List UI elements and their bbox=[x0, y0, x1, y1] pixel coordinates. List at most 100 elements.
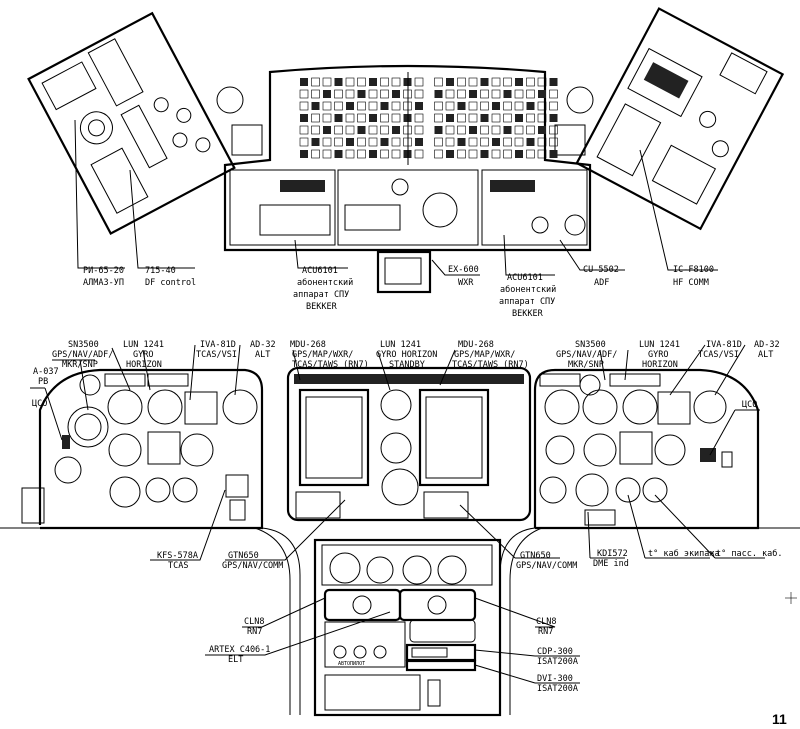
overhead-switch bbox=[299, 101, 309, 111]
overhead-switch bbox=[311, 138, 320, 146]
label-cdp300: CDP-300 bbox=[537, 647, 573, 657]
top-leaders bbox=[74, 119, 718, 276]
overhead-switch bbox=[514, 101, 524, 111]
overhead-switch bbox=[357, 77, 366, 87]
label-cso-right: ЦСО bbox=[742, 400, 757, 410]
overhead-switch bbox=[380, 125, 389, 135]
label-sn3500-right: SN3500 bbox=[575, 340, 606, 350]
overhead-switch bbox=[334, 114, 343, 122]
overhead-switch bbox=[514, 137, 524, 147]
label-sn3500-right-l3: MKR/SNP bbox=[568, 360, 604, 370]
overhead-switch bbox=[322, 77, 332, 87]
overhead-switch bbox=[469, 90, 477, 98]
overhead-switch bbox=[300, 78, 308, 86]
overhead-switch bbox=[457, 113, 466, 123]
label-sn3500-left-l3: MKR/SNP bbox=[62, 360, 98, 370]
overhead-switch bbox=[334, 101, 343, 111]
overhead-switch bbox=[391, 113, 401, 123]
label-temp-pass: t° пасс. каб. bbox=[716, 548, 783, 559]
overhead-switch bbox=[368, 101, 378, 111]
overhead-switch bbox=[468, 101, 478, 111]
autopilot-panel bbox=[324, 621, 406, 668]
overhead-switch bbox=[503, 101, 512, 111]
right-copilot-panel bbox=[533, 368, 760, 530]
overhead-switch bbox=[345, 125, 355, 135]
label-acu6101-right: ACU6101 bbox=[507, 273, 543, 283]
label-iva81d-left-l2: TCAS/VSI bbox=[196, 350, 237, 360]
overhead-switch bbox=[414, 77, 424, 87]
label-lun1241-right-l2: GYRO bbox=[648, 350, 668, 360]
label-lun1241-right: LUN 1241 bbox=[639, 340, 680, 350]
overhead-switch bbox=[346, 138, 354, 146]
overhead-switch bbox=[357, 90, 366, 98]
ex600-display bbox=[376, 250, 432, 294]
overhead-switch bbox=[457, 89, 466, 99]
overhead-switch bbox=[503, 126, 512, 134]
overhead-switch bbox=[434, 90, 443, 98]
label-ad32-left-l2: ALT bbox=[255, 350, 270, 360]
overhead-switch bbox=[480, 114, 489, 122]
label-df-control: DF control bbox=[145, 278, 196, 288]
overhead-switch bbox=[549, 78, 558, 86]
overhead-switch bbox=[346, 102, 354, 110]
label-lun1241-left: LUN 1241 bbox=[123, 340, 164, 350]
overhead-switch bbox=[491, 149, 501, 159]
overhead-switch bbox=[380, 89, 389, 99]
label-dvi300: DVI-300 bbox=[537, 674, 573, 684]
overhead-switch bbox=[414, 149, 424, 159]
overhead-switch bbox=[300, 150, 308, 158]
label-mdu268-right-l3: TCAS/TAWS (RN7) bbox=[452, 360, 529, 370]
label-kfs578a: KFS-578A bbox=[157, 551, 198, 561]
overhead-switch bbox=[322, 101, 332, 111]
overhead-switch bbox=[549, 101, 558, 111]
label-lun1241-standby-l2: GYRO HORIZON bbox=[376, 350, 437, 360]
overhead-switch bbox=[299, 137, 309, 147]
overhead-switch bbox=[391, 137, 401, 147]
acu6101-left-panel bbox=[229, 169, 336, 246]
overhead-switch bbox=[322, 149, 332, 159]
overhead-switch bbox=[491, 125, 501, 135]
label-adf: ADF bbox=[594, 278, 609, 288]
overhead-switch bbox=[322, 113, 332, 123]
overhead-switch bbox=[446, 150, 454, 158]
overhead-switch bbox=[434, 77, 443, 87]
label-ri65-20: РИ-65-20 bbox=[83, 266, 124, 276]
overhead-switch bbox=[311, 102, 320, 110]
label-lun1241-left-l2: GYRO bbox=[133, 350, 153, 360]
overhead-switch bbox=[391, 77, 401, 87]
overhead-switch bbox=[357, 113, 366, 123]
overhead-switch bbox=[549, 114, 558, 122]
label-acu-right-line4: BEKKER bbox=[512, 309, 544, 319]
overhead-switch bbox=[503, 113, 512, 123]
pedestal-outline bbox=[313, 538, 502, 717]
label-acu-right-line2: абонентский bbox=[500, 284, 556, 295]
overhead-switch bbox=[526, 89, 535, 99]
overhead-switch-field bbox=[299, 77, 558, 159]
label-hf-comm: HF COMM bbox=[673, 278, 709, 288]
dvi300-unit bbox=[405, 659, 477, 672]
overhead-switch bbox=[514, 125, 524, 135]
center-panel bbox=[286, 366, 532, 522]
label-elt: ELT bbox=[228, 655, 243, 665]
overhead-switch bbox=[334, 89, 343, 99]
overhead-switch bbox=[368, 137, 378, 147]
label-dme-ind: DME ind bbox=[593, 559, 629, 569]
label-temp-crew: t° каб экипажа bbox=[648, 548, 720, 559]
label-ad32-right-l2: ALT bbox=[758, 350, 773, 360]
overhead-switch bbox=[457, 77, 466, 87]
overhead-switch bbox=[503, 77, 512, 87]
overhead-switch bbox=[480, 101, 489, 111]
label-lun1241-standby: LUN 1241 bbox=[380, 340, 421, 350]
center-pedestal: АВТОПИЛОТ bbox=[313, 538, 502, 717]
label-lun1241-standby-l3: STANDBY bbox=[389, 360, 425, 370]
label-acu-right-line3: аппарат СПУ bbox=[499, 297, 555, 307]
label-sn3500-right-l2: GPS/NAV/ADF/ bbox=[556, 350, 617, 360]
cdp300-unit bbox=[405, 643, 477, 662]
overhead-switch bbox=[526, 102, 535, 110]
crosshair-mark bbox=[785, 592, 797, 604]
overhead-switch bbox=[492, 102, 500, 110]
right-side-panel bbox=[575, 7, 785, 231]
center-console-panel bbox=[337, 169, 479, 246]
left-side-panel bbox=[27, 11, 236, 235]
overhead-switch bbox=[480, 137, 489, 147]
